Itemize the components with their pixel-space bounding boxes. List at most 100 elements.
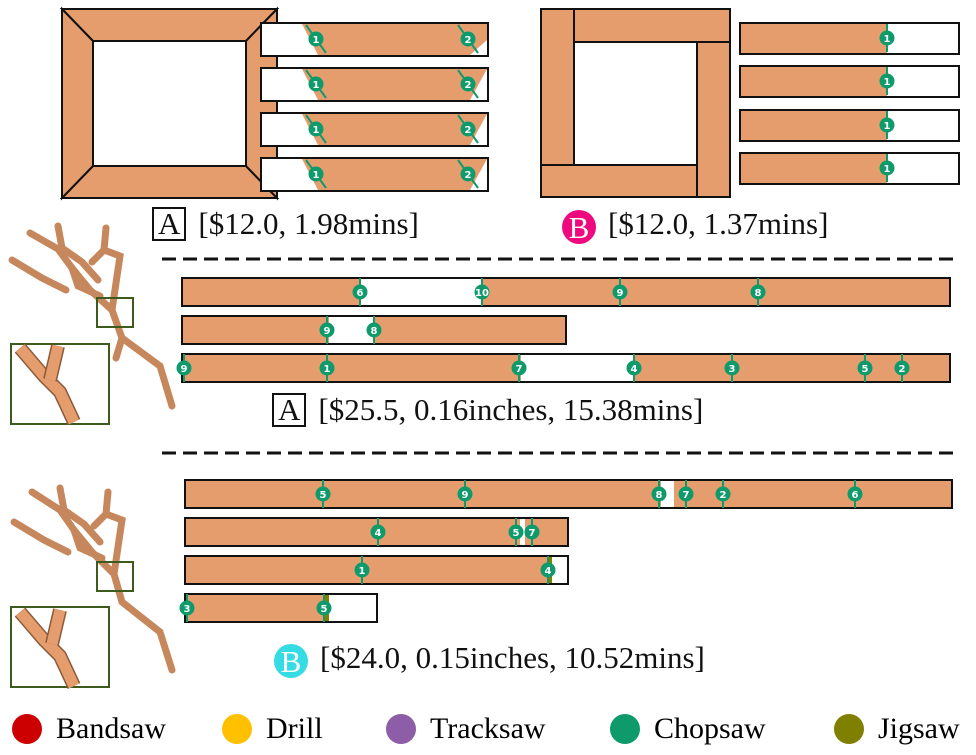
cut-marker-dot (894, 360, 910, 376)
caption-bot-b: B[$24.0, 0.15inches, 10.52mins] (274, 640, 705, 679)
caption-top-a: A[$12.0, 1.98mins] (152, 206, 419, 242)
cut-marker-dot (612, 284, 628, 300)
cut-marker-dot (651, 486, 667, 502)
cut-marker: 9 (176, 354, 192, 382)
cut-marker-label: 2 (465, 35, 472, 46)
label-a-box-mid: A (272, 393, 307, 427)
cut-marker: 5 (857, 354, 873, 382)
top-a-board-2 (260, 67, 489, 102)
zoom-inset-mid (10, 343, 110, 425)
cut-marker-label: 6 (852, 490, 859, 501)
legend-item-bandsaw: Bandsaw (12, 712, 166, 746)
cut-marker: 2 (715, 480, 731, 508)
bot-boards (184, 479, 953, 623)
zoom-inset-bot (10, 606, 110, 689)
mid-boards (181, 277, 951, 383)
cut-marker-dot (879, 73, 895, 89)
cut-marker-label: 5 (513, 528, 520, 539)
cut-marker-dot (457, 486, 473, 502)
cut-marker: 1 (308, 31, 324, 47)
legend-label: Bandsaw (56, 712, 166, 745)
bot-board-1 (184, 479, 953, 509)
cut-marker: 1 (319, 354, 335, 382)
cut-marker: 4 (370, 518, 386, 546)
top-a-board-1 (260, 22, 489, 57)
top-a-boards (260, 22, 489, 192)
cut-marker: 1 (354, 556, 370, 584)
top-b-cut-markers: 1 1 1 1 (879, 24, 895, 182)
cut-marker-label: 2 (465, 125, 472, 136)
cut-marker: 10 (474, 278, 490, 306)
caption-top-b: B[$12.0, 1.37mins] (562, 206, 828, 245)
legend-label: Drill (266, 712, 323, 745)
cut-marker-dot (315, 486, 331, 502)
cut-marker-label: 7 (683, 490, 690, 501)
cut-marker: 9 (457, 480, 473, 508)
cut-marker-label: 1 (884, 34, 891, 45)
cut-marker-dot (879, 117, 895, 133)
cut-marker: 4 (626, 354, 642, 382)
cut-marker: 1 (879, 111, 895, 139)
cut-marker-dot (508, 524, 524, 540)
cut-marker-label: 7 (529, 528, 536, 539)
cut-marker-dot (179, 600, 195, 616)
cut-marker: 6 (847, 480, 863, 508)
cut-marker: 5 (315, 480, 331, 508)
cut-marker: 8 (750, 278, 766, 306)
cut-marker: 2 (460, 31, 476, 47)
legend-label: Jigsaw (878, 712, 960, 745)
cut-marker: 1 (879, 154, 895, 182)
cut-marker-dot (847, 486, 863, 502)
cut-marker: 2 (460, 121, 476, 137)
cut-marker-dot (308, 76, 324, 92)
cut-marker-dot (176, 360, 192, 376)
zoom-box-mid (96, 297, 134, 328)
cut-marker-label: 5 (321, 604, 328, 615)
cut-marker: 1 (308, 121, 324, 137)
cut-marker-dot (879, 30, 895, 46)
cut-marker-label: 7 (516, 364, 523, 375)
cut-marker: 2 (460, 76, 476, 92)
cut-marker-dot (352, 284, 368, 300)
cut-marker: 6 (352, 278, 368, 306)
legend-label: Tracksaw (430, 712, 546, 745)
cut-marker-dot (678, 486, 694, 502)
cut-marker-label: 1 (359, 566, 366, 577)
cut-marker-label: 2 (465, 80, 472, 91)
cut-marker: 1 (879, 24, 895, 52)
cut-marker-dot (370, 524, 386, 540)
cut-marker-dot (715, 486, 731, 502)
caption-mid-a: A[$25.5, 0.16inches, 15.38mins] (272, 392, 703, 428)
cut-marker-dot (460, 166, 476, 182)
caption-top-a-text: [$12.0, 1.98mins] (198, 206, 419, 241)
cut-marker: 1 (879, 67, 895, 95)
jigsaw-swatch-icon (834, 713, 864, 744)
cut-marker-label: 2 (899, 364, 906, 375)
cut-marker-dot (474, 284, 490, 300)
legend-item-chopsaw: Chopsaw (610, 712, 766, 746)
top-a-board-4 (260, 157, 489, 192)
cut-marker: 9 (319, 316, 335, 344)
cut-marker-dot (308, 121, 324, 137)
cut-marker-dot (879, 160, 895, 176)
cut-marker: 5 (316, 594, 332, 622)
cut-marker: 3 (724, 354, 740, 382)
cut-marker-dot (354, 562, 370, 578)
cut-marker: 7 (678, 480, 694, 508)
cut-marker: 2 (894, 354, 910, 382)
cut-marker-dot (511, 360, 527, 376)
top-b-board-3 (739, 109, 960, 142)
cut-marker-label: 1 (313, 125, 320, 136)
cut-marker-label: 1 (313, 35, 320, 46)
cut-marker-label: 10 (475, 288, 489, 299)
cut-marker-label: 2 (465, 170, 472, 181)
cut-marker-label: 8 (371, 326, 378, 337)
bot-board-3 (184, 555, 569, 585)
cut-marker-label: 1 (324, 364, 331, 375)
cut-marker-label: 3 (184, 604, 191, 615)
cut-marker-label: 1 (313, 80, 320, 91)
top-b-boards (739, 22, 960, 185)
